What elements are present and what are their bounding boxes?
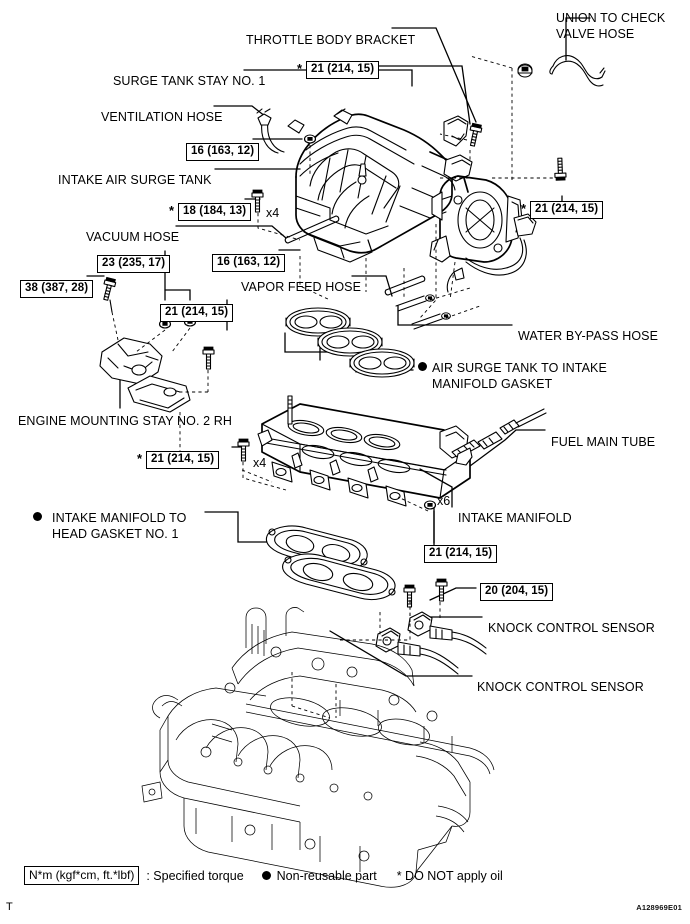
asterisk-marker: * [137, 451, 143, 466]
torque-16-163-12-surge-tank: 16 (163, 12) [186, 143, 260, 161]
throttle-body-bracket: THROTTLE BODY BRACKET [246, 33, 416, 47]
qty-x4-stay-bolts: x4 [253, 456, 267, 470]
vapor-feed-hose: VAPOR FEED HOSE [241, 280, 362, 294]
union-to-check-valve-hose-l2: VALVE HOSE [556, 27, 635, 41]
legend-non-reusable: Non-reusable part [276, 868, 377, 883]
legend-torque-box: N*m (kgf*cm, ft.*lbf) [24, 866, 140, 885]
asterisk-marker: * [169, 203, 175, 218]
surge-tank-stay-no-1: SURGE TANK STAY NO. 1 [113, 74, 266, 88]
air-surge-tank-gasket-l1: AIR SURGE TANK TO INTAKE [432, 361, 607, 375]
asterisk-marker: * [297, 61, 303, 76]
bullet-intake-manifold-gasket [33, 512, 42, 521]
torque-20-204-15-knock-sensor: 20 (204, 15) [480, 583, 554, 601]
knock-control-sensor-lower: KNOCK CONTROL SENSOR [477, 680, 644, 694]
intake-manifold-head-gasket-l1: INTAKE MANIFOLD TO [52, 511, 187, 525]
fuel-main-tube: FUEL MAIN TUBE [551, 435, 656, 449]
intake-air-surge-tank: INTAKE AIR SURGE TANK [58, 173, 212, 187]
torque-18-184-13-vacuum: 18 (184, 13) [178, 203, 252, 221]
legend: N*m (kgf*cm, ft.*lbf) : Specified torque… [24, 866, 503, 885]
intake-manifold: INTAKE MANIFOLD [458, 511, 572, 525]
torque-16-163-12-vapor: 16 (163, 12) [212, 254, 286, 272]
ventilation-hose: VENTILATION HOSE [101, 110, 223, 124]
legend-no-oil: * DO NOT apply oil [396, 868, 503, 883]
vacuum-hose: VACUUM HOSE [86, 230, 180, 244]
torque-21-214-15-manifold-bolts: 21 (214, 15) [146, 451, 220, 469]
torque-38-387-28: 38 (387, 28) [20, 280, 94, 298]
bullet-air-surge-tank-gasket [418, 362, 427, 371]
knock-control-sensor-upper: KNOCK CONTROL SENSOR [488, 621, 655, 635]
torque-21-214-15-throttle-bracket: 21 (214, 15) [306, 61, 380, 79]
intake-manifold-head-gasket-l2: HEAD GASKET NO. 1 [52, 527, 179, 541]
corner-mark: T [6, 901, 13, 913]
union-to-check-valve-hose-l1: UNION TO CHECK [556, 11, 666, 25]
water-by-pass-hose: WATER BY-PASS HOSE [518, 329, 659, 343]
engine-mounting-stay-no-2-rh: ENGINE MOUNTING STAY NO. 2 RH [18, 414, 233, 428]
torque-21-214-15-throttle-body: 21 (214, 15) [530, 201, 604, 219]
torque-21-214-15-intake-manifold: 21 (214, 15) [424, 545, 498, 563]
non-reusable-dot-icon [261, 871, 271, 880]
legend-torque-caption: : Specified torque [146, 868, 244, 883]
torque-23-235-17: 23 (235, 17) [97, 255, 171, 273]
torque-21-214-15-mounting-stay: 21 (214, 15) [160, 304, 234, 322]
qty-x4-vacuum-bolts: x4 [266, 206, 280, 220]
figure-id-code: A128969E01 [636, 903, 682, 912]
asterisk-marker: * [521, 201, 527, 216]
air-surge-tank-gasket-l2: MANIFOLD GASKET [432, 377, 553, 391]
qty-x6-manifold-nuts: x6 [437, 494, 451, 508]
